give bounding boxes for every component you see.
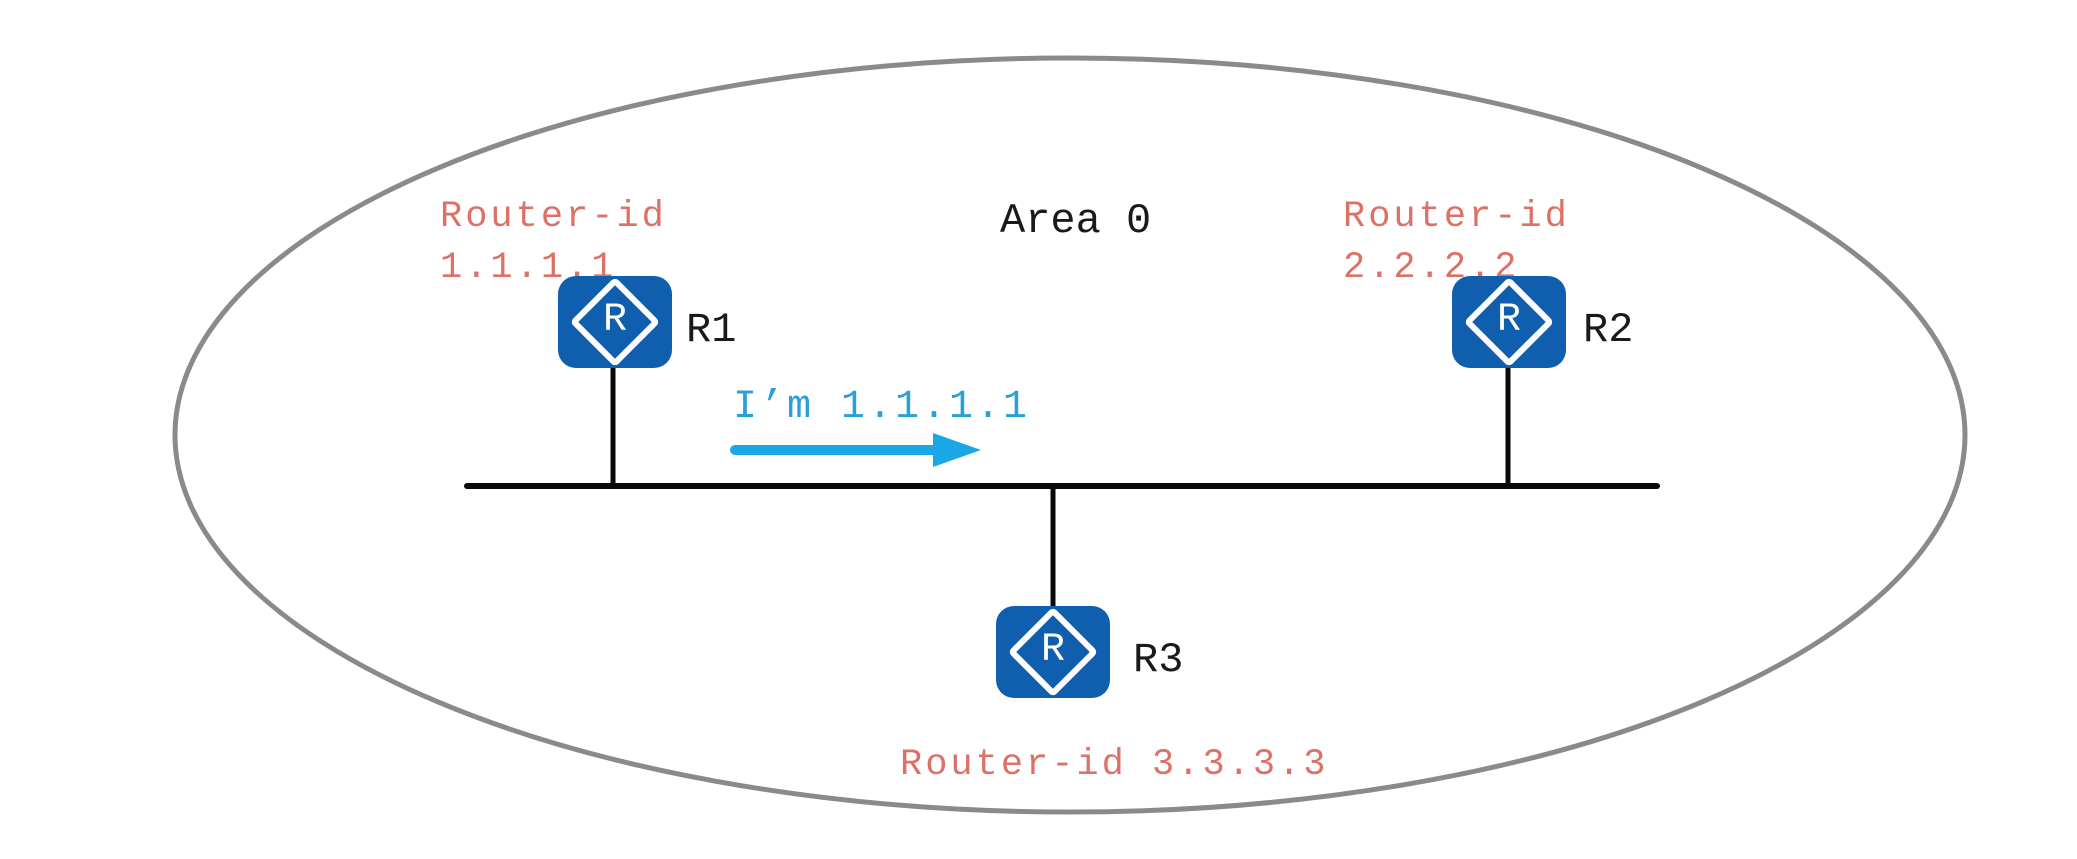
r2-router-id-label: Router-id 2.2.2.2: [1343, 192, 1570, 294]
router-letter: R: [1040, 627, 1066, 673]
area0-boundary-ellipse: [172, 55, 1968, 815]
router-r3-icon: R: [996, 606, 1110, 698]
r1-router-id-line1: Router-id: [440, 196, 667, 238]
hello-message-arrow-icon: [730, 433, 981, 467]
router-letter: R: [602, 297, 628, 343]
r1-router-id-label: Router-id 1.1.1.1: [440, 192, 667, 294]
r2-name-label: R2: [1583, 306, 1634, 354]
r1-name-label: R1: [686, 306, 737, 354]
r3-router-id-label: Router-id 3.3.3.3: [900, 744, 1329, 786]
hello-message-text: I’m 1.1.1.1: [733, 385, 1031, 430]
arrow-head: [933, 433, 981, 467]
area0-label: Area 0: [1000, 197, 1152, 245]
router-r1-icon: R: [558, 276, 672, 368]
r3-name-label: R3: [1133, 636, 1184, 684]
r2-router-id-line1: Router-id: [1343, 196, 1570, 238]
router-letter: R: [1496, 297, 1522, 343]
router-r2-icon: R: [1452, 276, 1566, 368]
